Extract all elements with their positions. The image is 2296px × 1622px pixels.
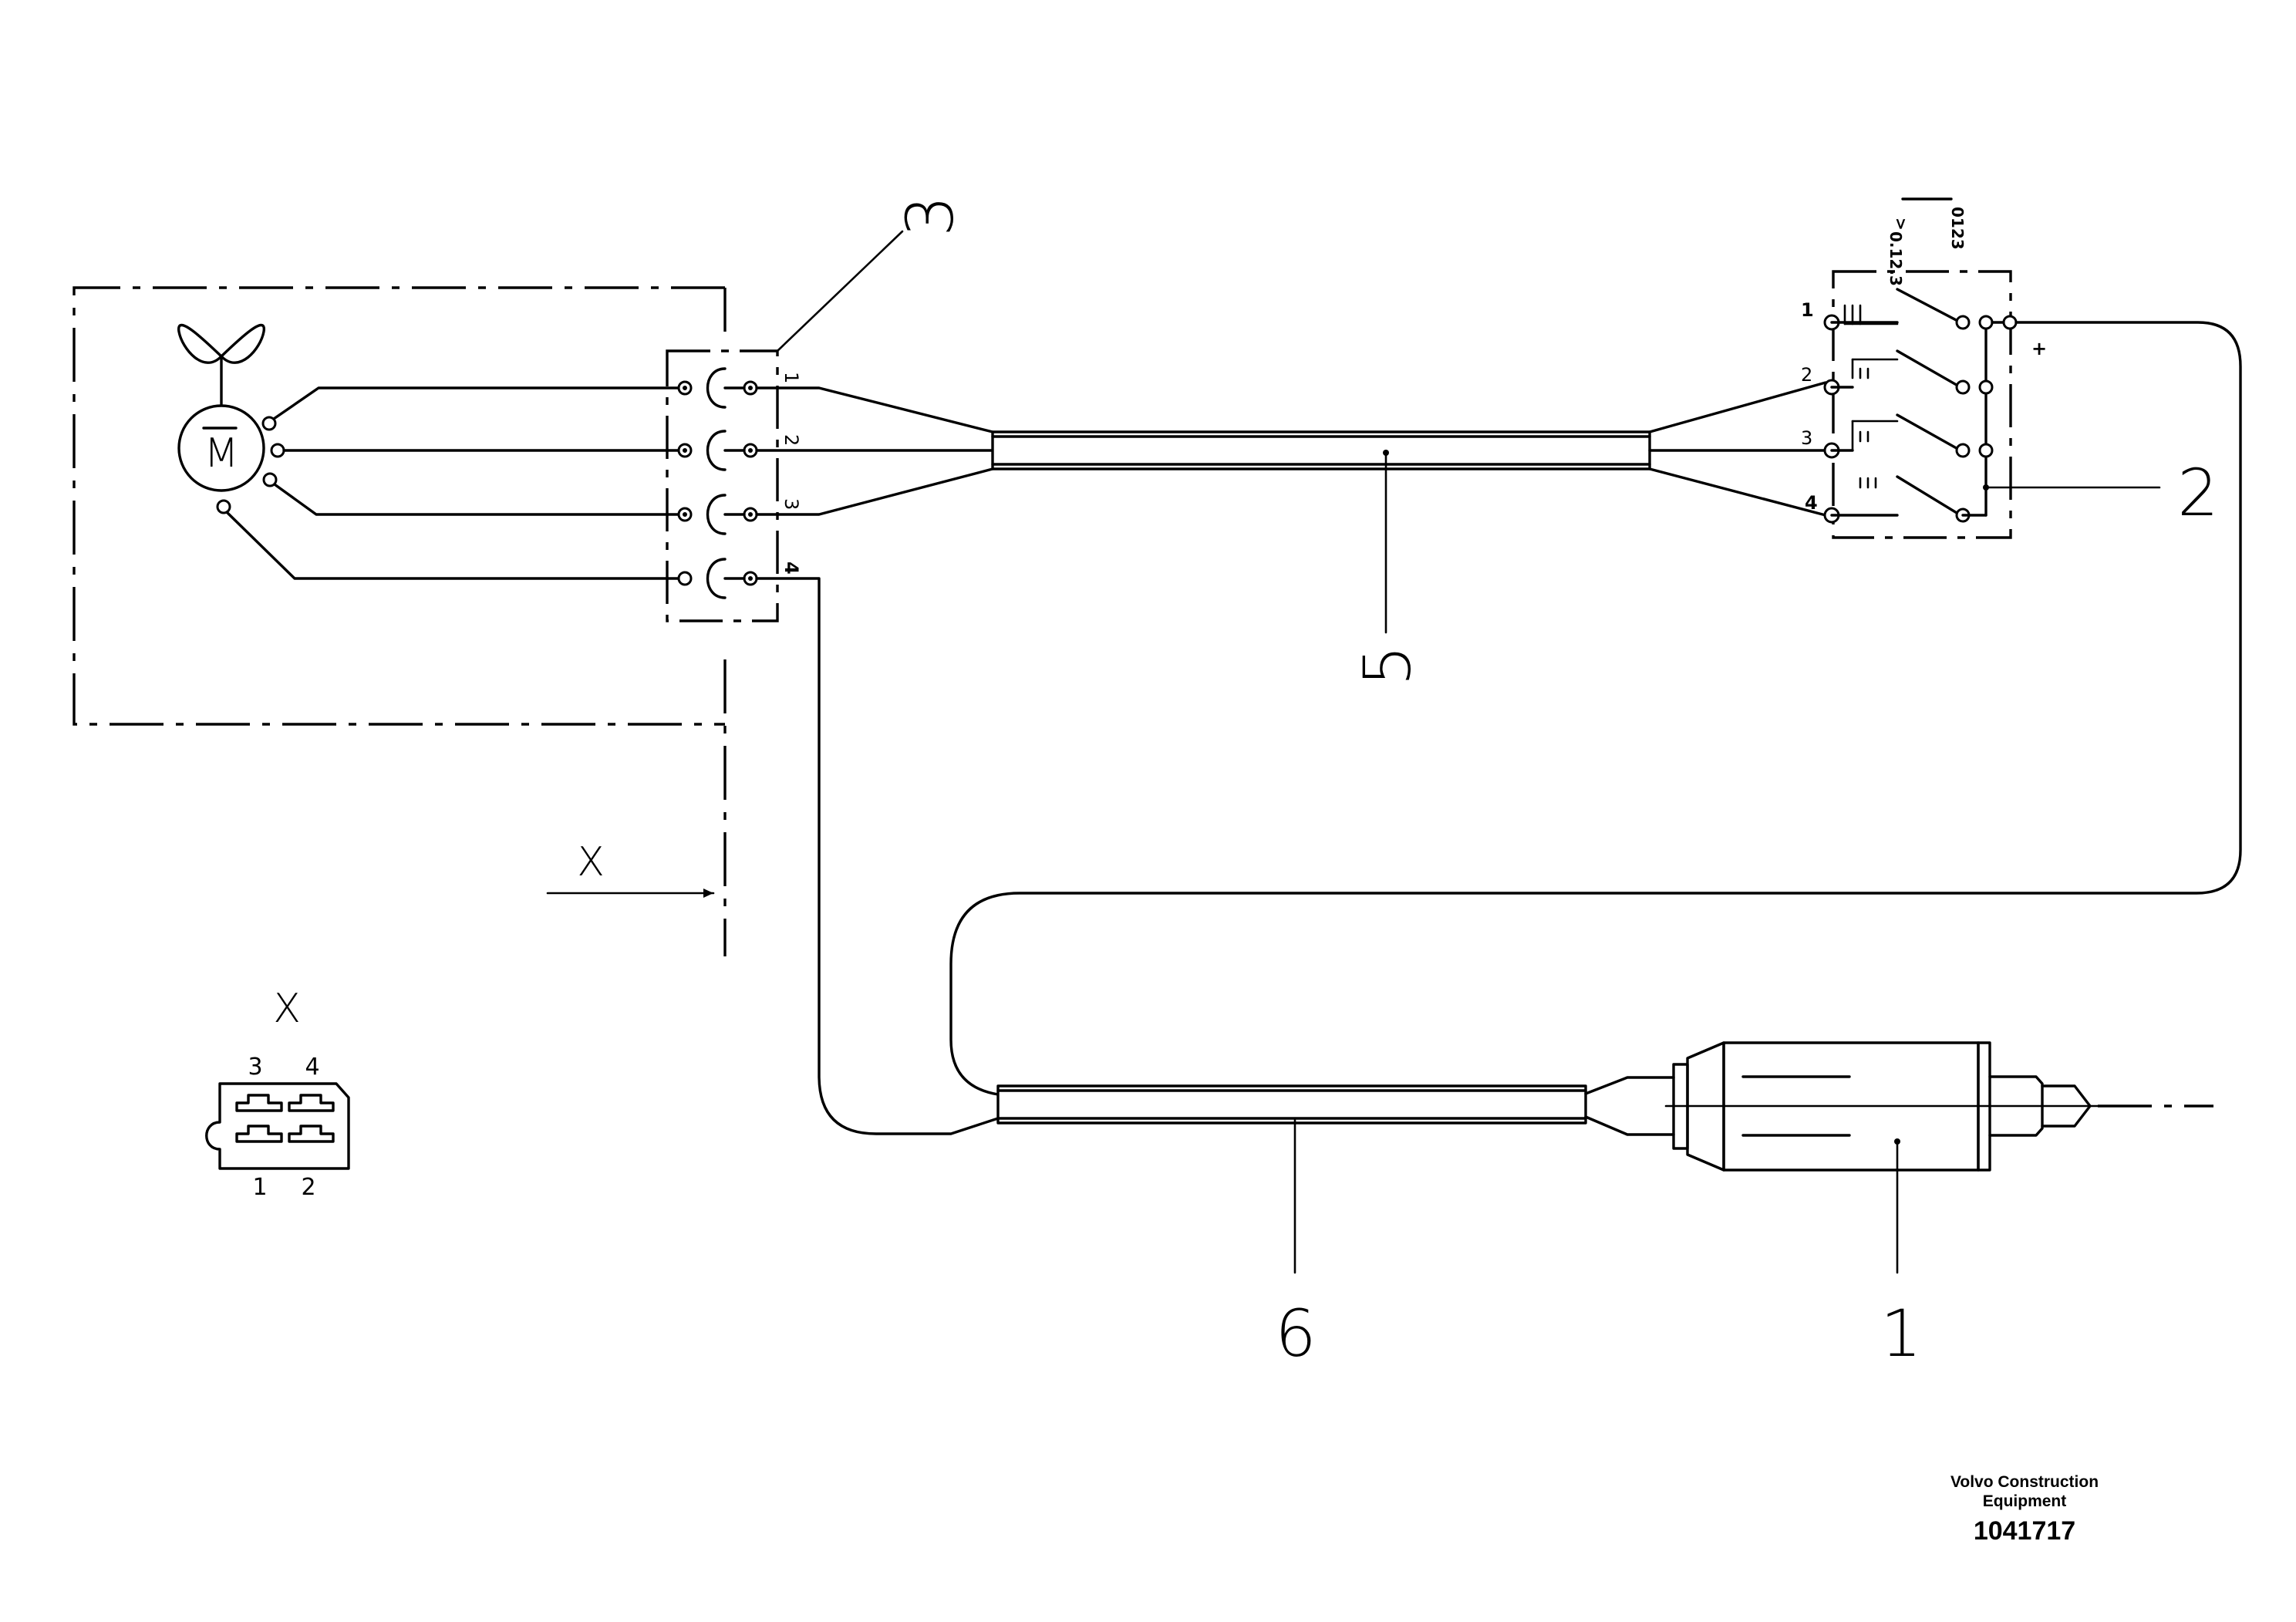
switch-2: > 0.12.3 0123 (1801, 197, 2047, 539)
fan-motor: M (177, 323, 285, 514)
callout-2: 2 (2177, 455, 2218, 531)
connector-pin-row-2 (677, 430, 758, 471)
switch-pin-label-4: 4 (1805, 492, 1818, 514)
cable-6 (755, 321, 2242, 1136)
callout-6: 6 (1275, 1296, 1316, 1371)
plug-contacts (235, 1094, 335, 1143)
motor-wires (225, 386, 680, 580)
switch-scale-b: 0.12.3 (1886, 231, 1905, 286)
connector-pin-row-4 (677, 558, 758, 599)
motor-symbol: M (204, 430, 239, 477)
connector-pin-label-4: 4 (781, 561, 802, 575)
motor-housing-boundary (72, 286, 727, 956)
switch-scale-arrow: > (1892, 218, 1910, 231)
connector-pin-label-3: 3 (781, 498, 802, 510)
fan-icon (177, 323, 265, 406)
drawing-number: 1041717 (1974, 1516, 2075, 1546)
switch-plus-label: + (2031, 338, 2047, 359)
switch-pin-label-1: 1 (1801, 299, 1814, 321)
callouts: 3 2 5 6 1 (776, 195, 2219, 1371)
plug-view-title: X (273, 986, 301, 1032)
plug-pin-label-2: 2 (301, 1174, 315, 1201)
switch-pin-label-3: 3 (1801, 427, 1812, 449)
connector-pin-label-1: 1 (781, 372, 802, 383)
switch-scale-a: 0123 (1948, 207, 1967, 250)
harness-5 (755, 381, 1827, 517)
connector-3: 1 2 3 4 (666, 349, 802, 622)
plug-pin-label-4: 4 (305, 1054, 319, 1081)
callout-5: 5 (1350, 645, 1425, 686)
switch-level-bars (1843, 304, 1899, 489)
brand-line-2: Equipment (1983, 1492, 2067, 1510)
callout-3: 3 (892, 195, 968, 236)
plug-pin-label-3: 3 (248, 1054, 262, 1081)
brand-line-1: Volvo Construction (1950, 1473, 2099, 1491)
title-block: Volvo Construction Equipment 1041717 (1950, 1473, 2099, 1546)
section-marker-label: X (577, 839, 605, 885)
plug-view-x: X 3 4 1 2 (205, 986, 350, 1201)
connector-pin-row-3 (677, 494, 758, 535)
plug-pin-label-1: 1 (252, 1174, 267, 1201)
connector-pin-label-2: 2 (781, 434, 802, 446)
lighter-plug-1 (1664, 1041, 2213, 1172)
switch-pin-label-2: 2 (1801, 364, 1812, 386)
connector-pin-row-1 (677, 367, 758, 409)
section-marker: X (546, 839, 715, 898)
callout-1: 1 (1880, 1296, 1921, 1371)
